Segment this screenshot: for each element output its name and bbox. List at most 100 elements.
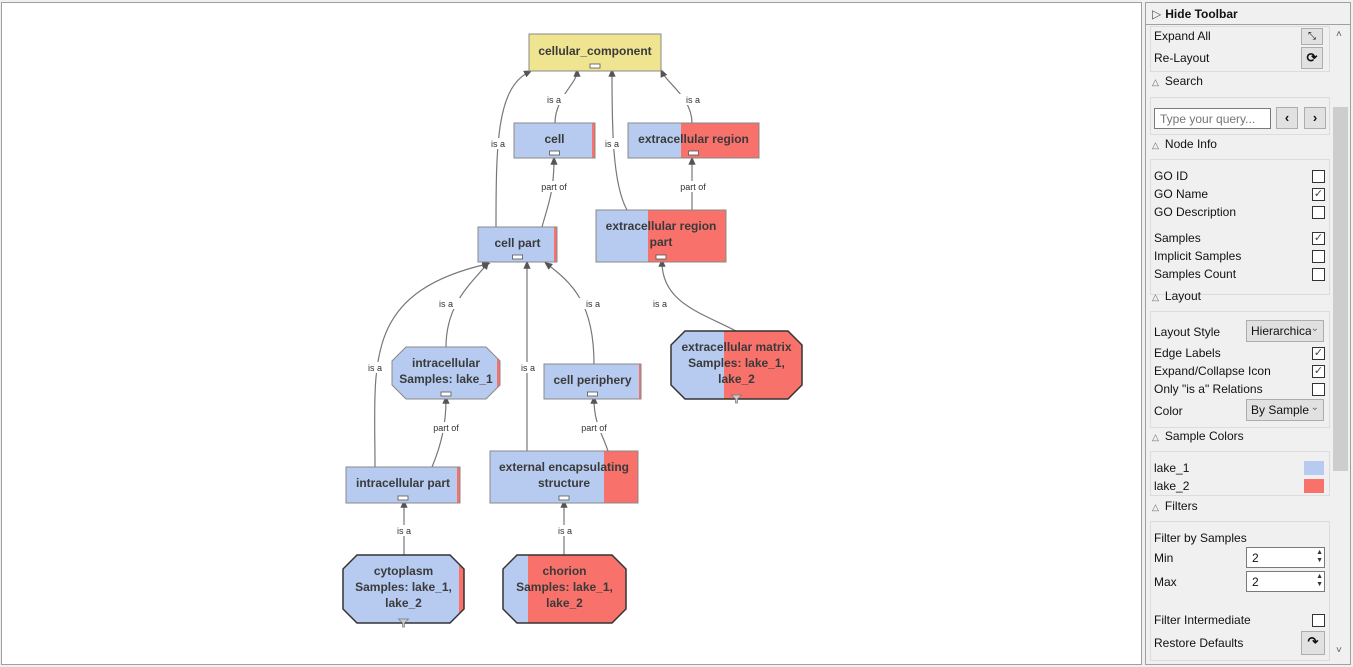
- edge: [445, 261, 490, 348]
- edge-label: part of: [433, 423, 459, 433]
- min-value: 2: [1252, 551, 1259, 565]
- min-spinbox[interactable]: 2 ▲▼: [1246, 547, 1325, 568]
- edge-label-bg: [432, 298, 460, 309]
- node-label: cell: [544, 131, 565, 146]
- filter-intermediate-label: Filter Intermediate: [1154, 613, 1251, 627]
- color-label: Color: [1154, 404, 1183, 418]
- layout-option-1-checkbox[interactable]: ✓: [1312, 365, 1325, 378]
- collapse-icon[interactable]: [397, 495, 409, 501]
- collapse-icon[interactable]: [549, 150, 560, 156]
- layout-style-label: Layout Style: [1154, 325, 1221, 339]
- edge-label-bg: [679, 94, 707, 105]
- sample-colors-section: [1150, 451, 1330, 496]
- color-select[interactable]: By Sample⌄: [1246, 399, 1324, 421]
- node-info-implicit-samples-checkbox[interactable]: [1312, 250, 1325, 263]
- layout-option-1-label: Expand/Collapse Icon: [1154, 364, 1271, 378]
- max-spinbox[interactable]: 2▲▼: [1246, 571, 1325, 592]
- edge-label-bg: [361, 362, 389, 373]
- relayout-label: Re-Layout: [1154, 51, 1210, 65]
- spin-arrows-icon[interactable]: ▲▼: [1316, 573, 1323, 588]
- node-info-go-id-checkbox[interactable]: [1312, 170, 1325, 183]
- expand-all-button[interactable]: ⤡: [1301, 28, 1323, 45]
- search-section-header[interactable]: △Search: [1152, 74, 1203, 88]
- node-label: intracellular: [411, 356, 481, 370]
- collapse-icon[interactable]: [440, 391, 452, 397]
- collapse-icon[interactable]: [655, 254, 667, 260]
- node-label: extracellular matrix: [681, 340, 792, 354]
- search-prev-button[interactable]: ‹: [1276, 107, 1298, 129]
- collapse-icon[interactable]: [558, 495, 570, 501]
- sample-lake-2-swatch[interactable]: [1304, 479, 1324, 493]
- go-node-cell-periphery[interactable]: cell periphery: [543, 363, 642, 400]
- search-section: [1150, 97, 1330, 135]
- go-node-cell[interactable]: cell: [513, 122, 596, 159]
- restore-defaults-button[interactable]: ↷: [1301, 631, 1325, 655]
- collapse-icon[interactable]: [587, 391, 598, 397]
- scrollbar-thumb[interactable]: [1333, 107, 1348, 471]
- collapse-icon[interactable]: [589, 63, 601, 69]
- filter-intermediate-checkbox[interactable]: [1312, 614, 1325, 627]
- node-info-go-description-checkbox[interactable]: [1312, 206, 1325, 219]
- expand-all-label: Expand All: [1154, 29, 1211, 43]
- edge-label: is a: [368, 363, 382, 373]
- layout-option-0-checkbox[interactable]: ✓: [1312, 347, 1325, 360]
- layout-option-2-checkbox[interactable]: [1312, 383, 1325, 396]
- collapse-icon[interactable]: [512, 254, 523, 260]
- sample-lake-1-swatch[interactable]: [1304, 461, 1324, 475]
- filter-funnel-icon[interactable]: [397, 618, 410, 628]
- go-node-cellular-component[interactable]: cellular_component: [528, 33, 662, 72]
- node-info-samples-count-label: Samples Count: [1154, 267, 1237, 281]
- node-info-section-header[interactable]: △ Node Info: [1152, 137, 1217, 151]
- search-next-button[interactable]: ›: [1304, 107, 1326, 129]
- node-label: chorion: [542, 564, 587, 578]
- layout-title: Layout: [1164, 289, 1201, 303]
- node-info-samples-count-checkbox[interactable]: [1312, 268, 1325, 281]
- filter-by-samples-label: Filter by Samples: [1154, 531, 1247, 545]
- hide-toolbar-toggle[interactable]: ▷Hide Toolbar: [1146, 3, 1350, 25]
- scroll-down-icon[interactable]: ˅: [1336, 645, 1342, 656]
- relayout-button[interactable]: ⟳: [1301, 47, 1323, 69]
- color-value: By Sample: [1251, 403, 1310, 417]
- go-node-cell-part[interactable]: cell part: [477, 226, 558, 263]
- filter-funnel-icon[interactable]: [730, 394, 743, 404]
- node-info-go-name-checkbox[interactable]: ✓: [1312, 188, 1325, 201]
- edge-label: is a: [547, 95, 561, 105]
- search-input[interactable]: [1154, 108, 1271, 129]
- edge-label-bg: [514, 362, 542, 373]
- collapse-icon[interactable]: [688, 150, 699, 156]
- spin-arrows-icon[interactable]: ▲▼: [1316, 549, 1323, 564]
- edge-label: part of: [581, 423, 607, 433]
- node-label: cell part: [494, 235, 541, 250]
- node-label: external encapsulating structure: [498, 460, 630, 490]
- go-node-extracellular-region[interactable]: extracellular region: [627, 122, 760, 159]
- node-info-title: Node Info: [1164, 137, 1217, 151]
- go-node-external-encapsulating-structure[interactable]: external encapsulating structure: [489, 450, 639, 504]
- layout-style-select[interactable]: Hierarchical⌄: [1246, 320, 1324, 342]
- search-title: Search: [1164, 74, 1203, 88]
- node-info-implicit-samples-label: Implicit Samples: [1154, 249, 1242, 263]
- edge-label: is a: [605, 139, 619, 149]
- edge-label-bg: [432, 422, 460, 433]
- sample-colors-section-header[interactable]: △Sample Colors: [1152, 429, 1244, 443]
- edge: [658, 258, 737, 332]
- triangle-right-icon: ▷: [1152, 7, 1162, 21]
- layout-section-header[interactable]: △Layout: [1152, 289, 1201, 303]
- node-info-samples-checkbox[interactable]: ✓: [1312, 232, 1325, 245]
- scroll-up-icon[interactable]: ˄: [1336, 29, 1342, 40]
- node-label: cytoplasm: [373, 564, 434, 578]
- node-info-go-description-label: GO Description: [1154, 205, 1237, 219]
- go-node-intracellular-part[interactable]: intracellular part: [345, 466, 461, 504]
- filters-section-header[interactable]: △Filters: [1152, 499, 1198, 513]
- node-label: cellular_component: [538, 43, 652, 58]
- edge-label-bg: [579, 298, 607, 309]
- edge-label: part of: [541, 182, 567, 192]
- refresh-icon: ⟳: [1306, 50, 1318, 65]
- collapse-triangle-icon: △: [1152, 140, 1159, 150]
- go-node-extracellular-region-part[interactable]: extracellular region part: [595, 209, 727, 263]
